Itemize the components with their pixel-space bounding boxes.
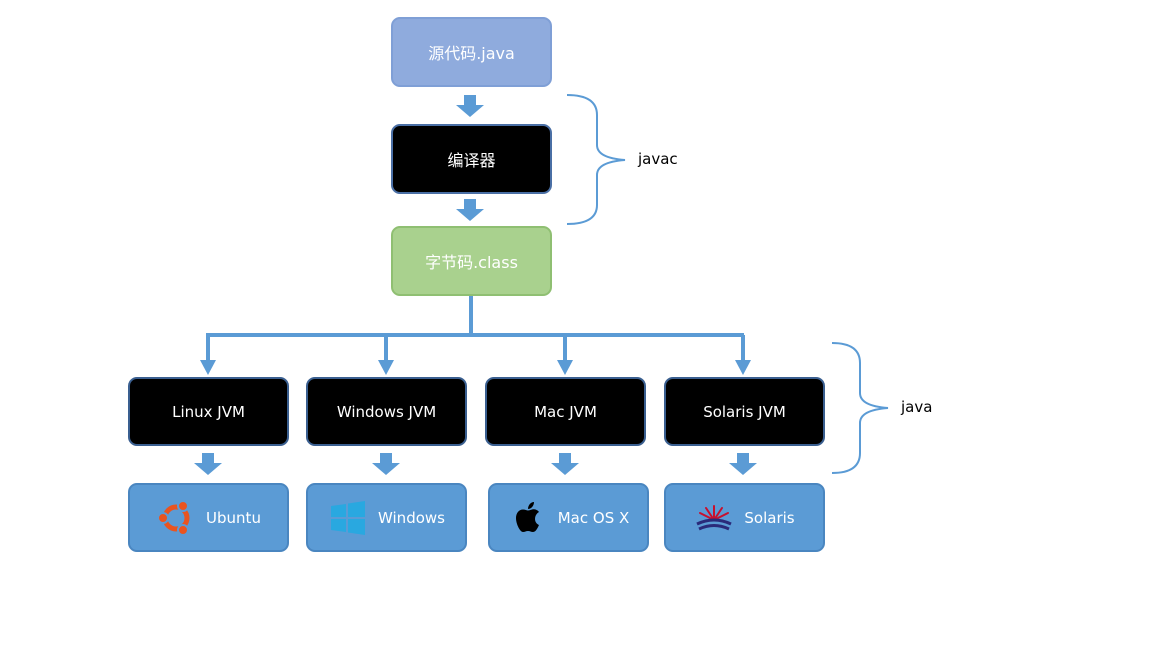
bytecode-label: 字节码.class [425, 253, 518, 272]
bytecode-box: 字节码.class [391, 226, 552, 296]
jvm-label-linux: Linux JVM [172, 402, 245, 421]
java-label: java [901, 398, 933, 416]
os-label-windows: Windows [378, 508, 445, 527]
compiler-label: 编译器 [447, 151, 496, 170]
arrow-linux-jvm-to-ubuntu [194, 453, 222, 475]
solaris-icon [696, 504, 733, 530]
arrow-solaris-jvm-to-solaris [729, 453, 757, 475]
arrow-source-to-compiler [456, 95, 484, 117]
branch-arrowheads [200, 360, 751, 375]
javac-label: javac [638, 150, 678, 168]
source-code-label: 源代码.java [428, 44, 515, 63]
os-box-windows: Windows [306, 483, 467, 552]
arrow-windows-jvm-to-windows [372, 453, 400, 475]
source-code-box: 源代码.java [391, 17, 552, 87]
apple-icon [515, 501, 539, 532]
compiler-box: 编译器 [391, 124, 552, 194]
arrow-compiler-to-bytecode [456, 199, 484, 221]
os-label-macosx: Mac OS X [557, 508, 630, 527]
ubuntu-icon [157, 499, 190, 536]
jvm-box-solaris: Solaris JVM [664, 377, 825, 446]
arrow-mac-jvm-to-macosx [551, 453, 579, 475]
os-box-macosx: Mac OS X [488, 483, 649, 552]
java-brace [831, 342, 889, 474]
os-label-solaris: Solaris [744, 508, 795, 527]
windows-icon [331, 500, 366, 535]
jvm-box-windows: Windows JVM [306, 377, 467, 446]
jvm-label-mac: Mac JVM [534, 402, 597, 421]
os-box-solaris: Solaris [664, 483, 825, 552]
os-box-ubuntu: Ubuntu [128, 483, 289, 552]
jvm-label-windows: Windows JVM [336, 402, 437, 421]
javac-brace [566, 94, 626, 225]
jvm-label-solaris: Solaris JVM [703, 402, 786, 421]
os-label-ubuntu: Ubuntu [206, 508, 261, 527]
jvm-box-mac: Mac JVM [485, 377, 646, 446]
branch-connector [206, 296, 745, 362]
jvm-box-linux: Linux JVM [128, 377, 289, 446]
